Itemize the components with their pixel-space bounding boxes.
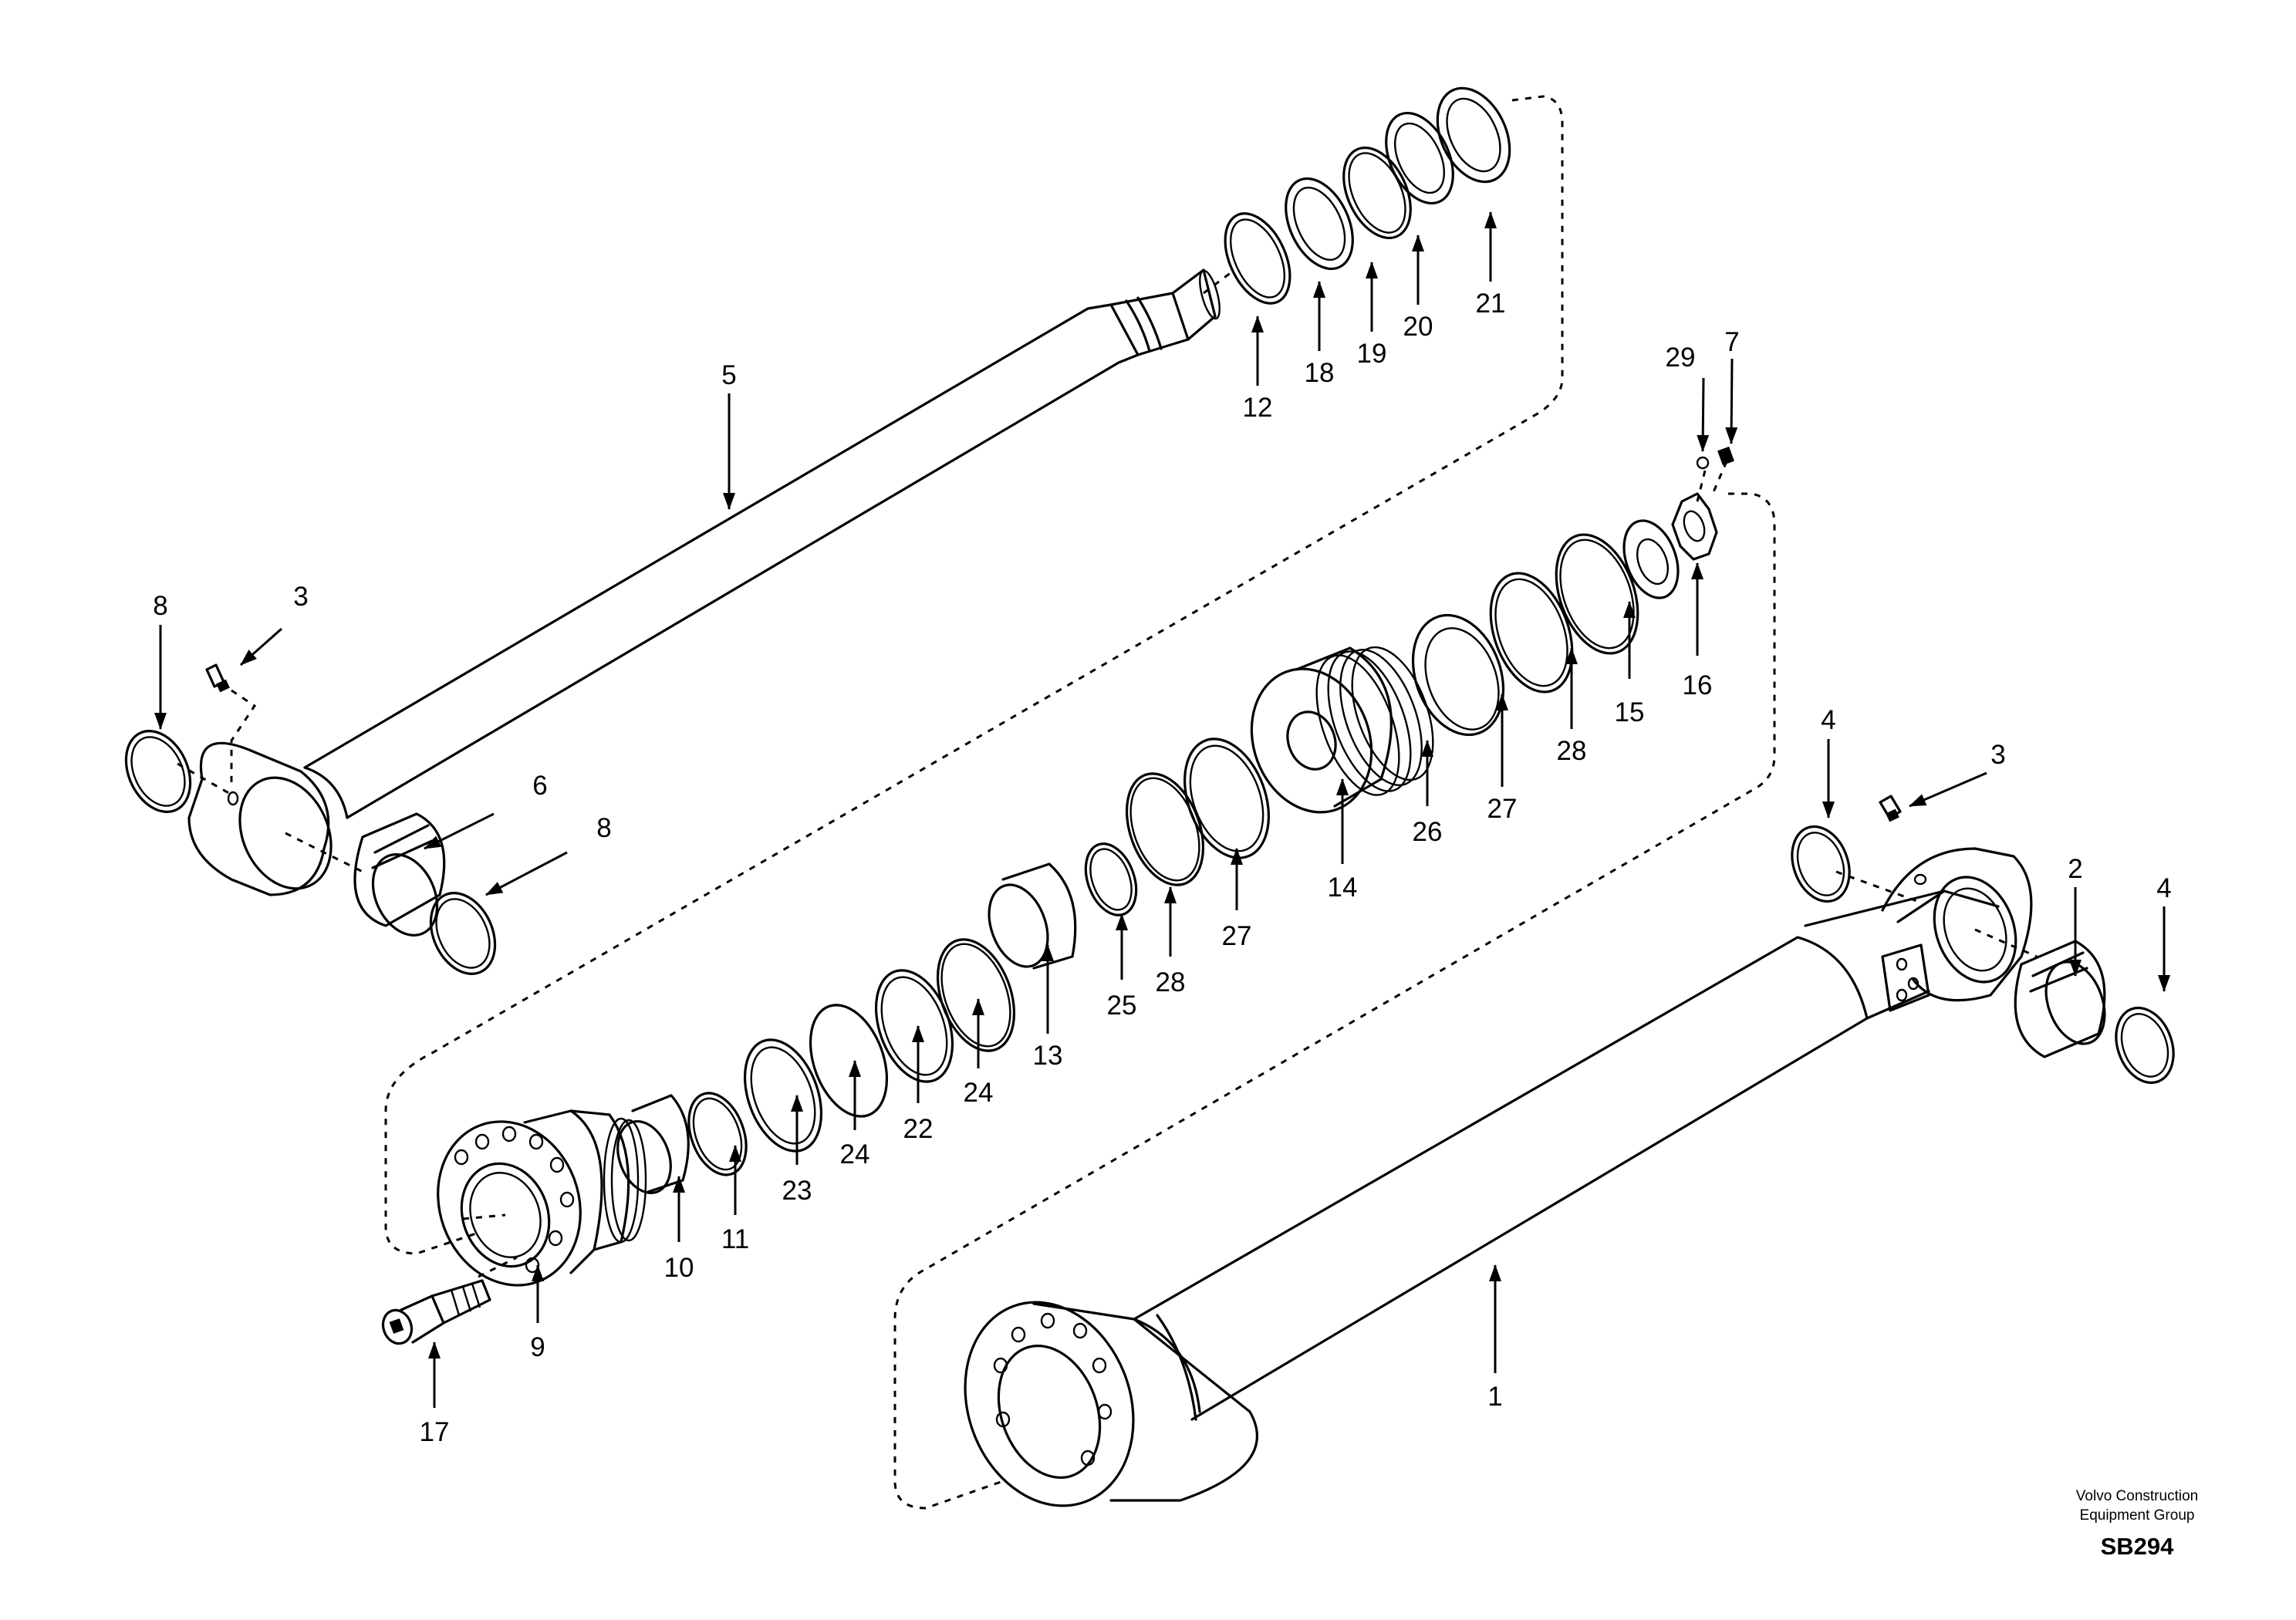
callout-14: 14 — [1328, 872, 1358, 903]
callout-10: 10 — [664, 1253, 694, 1283]
credit-block: Volvo Construction Equipment Group SB294 — [2076, 1488, 2198, 1560]
callout-15: 15 — [1615, 697, 1645, 727]
snap-ring-4-right — [2115, 1006, 2175, 1085]
seal-ring-18 — [1285, 177, 1354, 271]
bushing-13 — [988, 862, 1077, 970]
callout-3-right: 3 — [1990, 740, 2005, 770]
seal-ring-27-upper — [1489, 572, 1574, 694]
callout-8-left: 8 — [153, 591, 167, 621]
seal-ring-23 — [743, 1038, 823, 1153]
callout-2: 2 — [2068, 854, 2082, 884]
seal-ring-28-upper — [1555, 533, 1639, 655]
callout-12: 12 — [1243, 393, 1273, 423]
callout-21: 21 — [1476, 289, 1506, 319]
callout-29: 29 — [1666, 343, 1696, 373]
callout-19: 19 — [1357, 339, 1387, 369]
seal-ring-21 — [1436, 86, 1511, 184]
cylinder-tube — [964, 795, 2033, 1507]
snap-ring-8-left — [124, 730, 192, 813]
bushing-10 — [616, 1094, 690, 1195]
callout-24-lower: 24 — [840, 1139, 870, 1169]
callout-18: 18 — [1305, 358, 1335, 388]
nut-16 — [1671, 492, 1718, 561]
callout-22: 22 — [903, 1114, 934, 1144]
bushing-2 — [2014, 940, 2106, 1058]
callout-leaders — [154, 211, 2170, 1408]
callout-25: 25 — [1107, 991, 1137, 1021]
callout-26: 26 — [1413, 817, 1443, 847]
seal-ring-11 — [687, 1092, 748, 1176]
credit-line-1: Volvo Construction — [2076, 1488, 2198, 1504]
callout-27-lower: 27 — [1222, 921, 1252, 951]
callout-16: 16 — [1683, 670, 1713, 700]
seal-ring-22 — [874, 969, 954, 1083]
bushing-6 — [353, 812, 446, 937]
ball-29 — [1696, 456, 1710, 470]
cylinder-head — [437, 1109, 647, 1287]
snap-ring-4-left — [1791, 825, 1851, 903]
callout-3-left: 3 — [293, 582, 308, 612]
seal-ring-27-lower — [1183, 737, 1270, 859]
piston-14 — [1250, 646, 1434, 814]
snap-ring-8-right — [429, 892, 497, 975]
callout-17: 17 — [420, 1417, 450, 1447]
callout-8-right: 8 — [596, 813, 611, 843]
seal-ring-24-upper — [936, 938, 1016, 1052]
callout-numbers: 21 20 19 18 12 5 8 3 6 8 7 29 16 15 28 2… — [153, 289, 2171, 1447]
callout-28-upper: 28 — [1557, 736, 1587, 766]
callout-13: 13 — [1033, 1041, 1063, 1071]
set-screw-7 — [1717, 446, 1734, 466]
seal-ring-20 — [1385, 111, 1454, 205]
seal-ring-24-lower — [809, 1004, 889, 1118]
piston-rod — [187, 268, 1221, 896]
callout-4-left: 4 — [1821, 705, 1835, 735]
callout-11: 11 — [721, 1224, 749, 1254]
callout-23: 23 — [782, 1176, 812, 1206]
seal-ring-12 — [1224, 212, 1292, 305]
washer-15 — [1622, 519, 1680, 599]
callout-9: 9 — [530, 1332, 545, 1362]
callout-20: 20 — [1403, 312, 1433, 342]
callout-24-upper: 24 — [964, 1078, 994, 1108]
drawing-code: SB294 — [2101, 1533, 2175, 1560]
callout-6: 6 — [532, 771, 547, 801]
callout-7: 7 — [1724, 327, 1739, 357]
callout-4-right: 4 — [2156, 873, 2171, 903]
callout-5: 5 — [721, 360, 736, 390]
assembly-lines — [177, 95, 2038, 1510]
credit-line-2: Equipment Group — [2080, 1507, 2195, 1524]
callout-28-lower: 28 — [1156, 967, 1186, 997]
bolt-17 — [381, 1279, 491, 1345]
callout-1: 1 — [1487, 1382, 1502, 1412]
callout-27-upper: 27 — [1487, 794, 1518, 824]
seal-ring-26 — [1411, 613, 1505, 737]
